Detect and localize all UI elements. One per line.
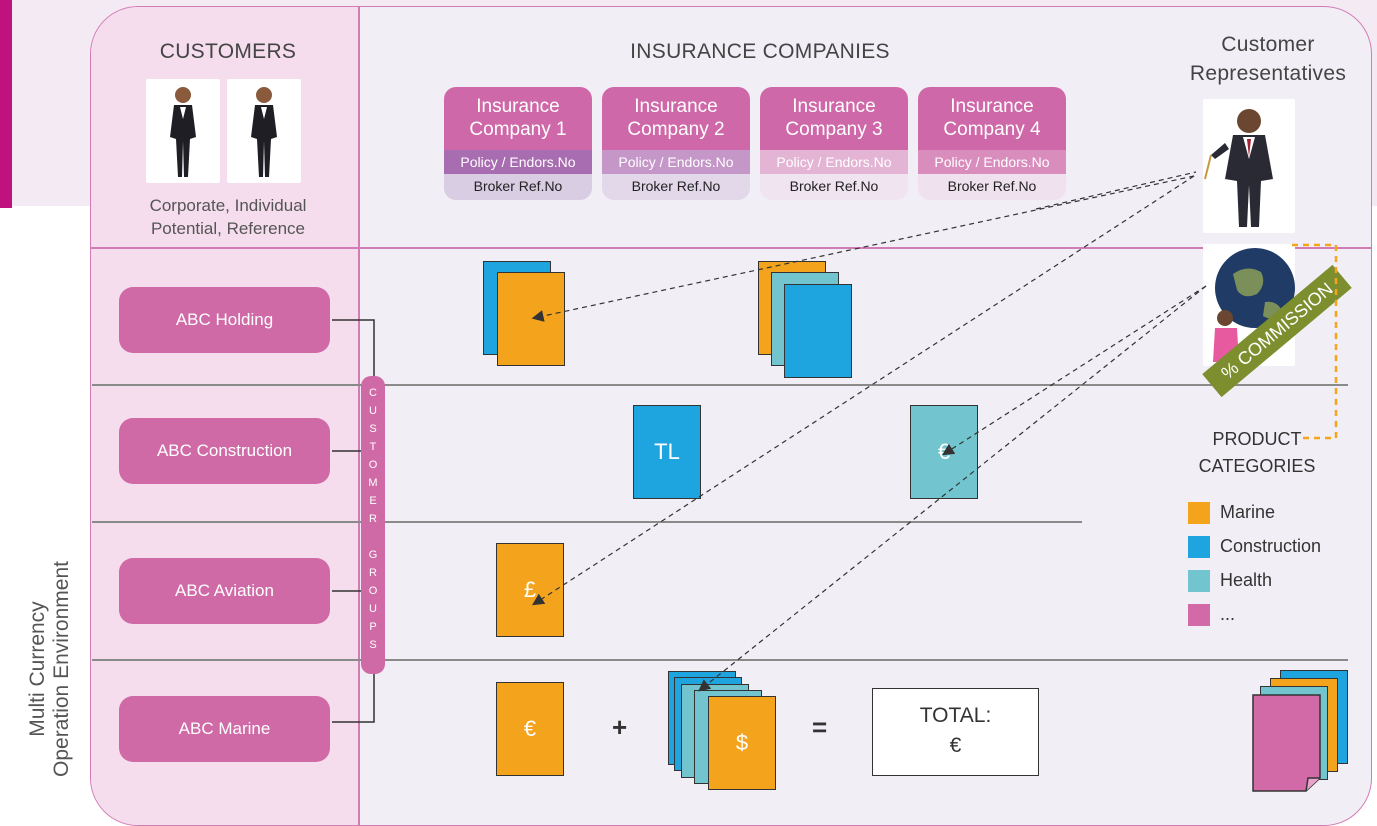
customers-header: CUSTOMERS [159, 40, 297, 63]
group-letter: U [369, 405, 377, 417]
customer-abc-construction[interactable]: ABC Construction [119, 418, 330, 484]
legend-label: Health [1220, 570, 1273, 590]
left-accent-strip [0, 0, 12, 208]
side-label-line2: Operation Environment [50, 561, 73, 777]
broker-ref-label: Broker Ref.No [602, 174, 750, 200]
reps-header-line1: Customer [1221, 33, 1315, 56]
customers-column [91, 7, 358, 825]
policy-number-label: Policy / Endors.No [602, 150, 750, 174]
reps-header: Customer Representatives [1168, 30, 1368, 88]
customer-abc-marine[interactable]: ABC Marine [119, 696, 330, 762]
marine-policy-doc [497, 272, 565, 366]
row-separator-2 [92, 521, 1082, 523]
header-divider [91, 247, 1371, 249]
group-letter: C [369, 387, 377, 399]
policy-number-label: Policy / Endors.No [918, 150, 1066, 174]
group-letter: T [369, 441, 377, 453]
group-letter: S [369, 639, 377, 651]
group-letter: O [368, 459, 378, 471]
customer-groups-label [361, 376, 385, 674]
customers-subtitle-line2: Potential, Reference [150, 219, 306, 238]
group-letter: U [369, 603, 377, 615]
commission-bracket [1292, 243, 1338, 440]
marine-doc-pound: £ [496, 543, 564, 637]
total-box: TOTAL: € [872, 688, 1039, 776]
group-letter: S [369, 423, 377, 435]
customer-abc-aviation[interactable]: ABC Aviation [119, 558, 330, 624]
broker-ref-label: Broker Ref.No [760, 174, 908, 200]
broker-ref-label: Broker Ref.No [444, 174, 592, 200]
other-swatch [1188, 604, 1210, 626]
construction-policy-doc [784, 284, 852, 378]
customers-subtitle-line1: Corporate, Individual [149, 196, 307, 215]
column-divider [358, 7, 360, 825]
group-letter: O [368, 585, 378, 597]
total-label: TOTAL: [919, 704, 992, 727]
marine-doc-dollar: $ [708, 696, 776, 790]
legend-label: ... [1220, 604, 1236, 624]
insurance-header: INSURANCE COMPANIES [630, 40, 890, 63]
policy-number-label: Policy / Endors.No [444, 150, 592, 174]
reps-header-line2: Representatives [1189, 62, 1347, 85]
product-header-line2: CATEGORIES [1198, 456, 1316, 476]
legend-label: Construction [1220, 536, 1322, 556]
group-letter: R [369, 567, 377, 579]
businesswoman-photo-2 [227, 79, 301, 183]
group-letter: G [368, 549, 378, 561]
stacked-doc-pink [1252, 694, 1321, 792]
construction-swatch [1188, 536, 1210, 558]
total-currency: € [949, 734, 962, 757]
health-doc-euro: € [910, 405, 978, 499]
plus-sign: + [612, 712, 628, 742]
group-letter: P [369, 621, 377, 633]
health-swatch [1188, 570, 1210, 592]
side-label: Multi Currency Operation Environment [26, 539, 74, 799]
representative-photo [1203, 99, 1295, 233]
customer-abc-holding[interactable]: ABC Holding [119, 287, 330, 353]
equals-sign: = [812, 712, 828, 742]
marine-doc-euro: € [496, 682, 564, 776]
group-letter: E [369, 495, 377, 507]
group-letter: M [368, 477, 378, 489]
group-letter: R [369, 513, 377, 525]
product-categories-header: PRODUCT CATEGORIES [1186, 426, 1328, 480]
businesswoman-photo-1 [146, 79, 220, 183]
row-separator-1 [92, 384, 1348, 386]
broker-ref-label: Broker Ref.No [918, 174, 1066, 200]
product-header-line1: PRODUCT [1212, 429, 1302, 449]
row-separator-3 [92, 659, 1348, 661]
construction-doc-tl: TL [633, 405, 701, 499]
customers-subtitle: Corporate, Individual Potential, Referen… [100, 194, 356, 240]
side-label-line1: Multi Currency [26, 601, 49, 737]
connector-arrows [531, 171, 1207, 692]
marine-swatch [1188, 502, 1210, 524]
policy-number-label: Policy / Endors.No [760, 150, 908, 174]
legend-label: Marine [1220, 502, 1276, 522]
